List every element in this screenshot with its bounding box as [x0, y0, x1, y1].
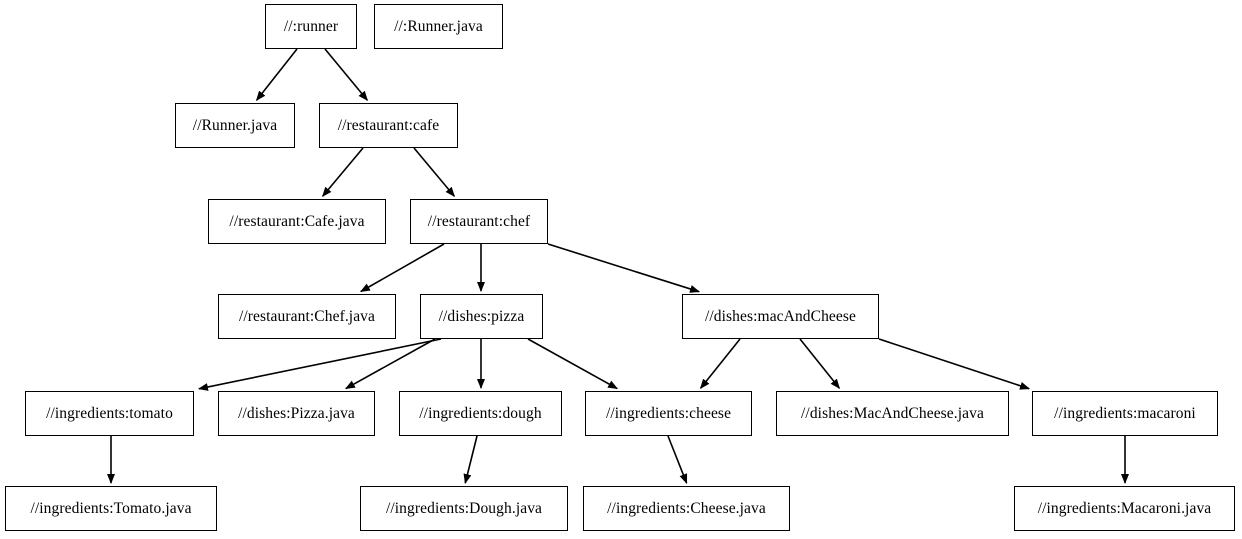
graph-node-runner[interactable]: //:runner	[265, 4, 357, 49]
graph-node-cheese_java[interactable]: //ingredients:Cheese.java	[583, 486, 790, 531]
graph-node-label: //restaurant:Chef.java	[238, 307, 376, 325]
graph-node-chef_java[interactable]: //restaurant:Chef.java	[218, 294, 396, 339]
graph-node-label: //ingredients:Tomato.java	[30, 499, 192, 517]
graph-node-label: //dishes:Pizza.java	[238, 404, 355, 422]
graph-node-label: //ingredients:dough	[419, 404, 542, 422]
graph-node-ing_tomato[interactable]: //ingredients:tomato	[25, 391, 194, 436]
graph-node-label: //dishes:macAndCheese	[704, 307, 857, 325]
graph-node-label: //dishes:MacAndCheese.java	[801, 404, 984, 422]
graph-node-ing_dough[interactable]: //ingredients:dough	[399, 391, 562, 436]
graph-node-macaroni_java[interactable]: //ingredients:Macaroni.java	[1014, 486, 1235, 531]
graph-node-label: //restaurant:Cafe.java	[229, 212, 365, 230]
graph-node-label: //ingredients:tomato	[46, 404, 173, 422]
graph-node-dough_java[interactable]: //ingredients:Dough.java	[360, 486, 568, 531]
graph-node-label: //:Runner.java	[394, 17, 483, 35]
graph-node-pizza_java[interactable]: //dishes:Pizza.java	[218, 391, 375, 436]
graph-node-runner_java_root[interactable]: //:Runner.java	[374, 4, 503, 49]
graph-node-label: //Runner.java	[192, 116, 278, 134]
graph-node-label: //ingredients:Dough.java	[385, 499, 543, 517]
graph-node-label: //ingredients:Cheese.java	[607, 499, 766, 517]
graph-node-runner_java[interactable]: //Runner.java	[175, 103, 295, 148]
graph-node-ing_macaroni[interactable]: //ingredients:macaroni	[1032, 391, 1218, 436]
graph-node-label: //dishes:pizza	[438, 307, 525, 325]
graph-node-restaurant_chef[interactable]: //restaurant:chef	[410, 199, 548, 244]
graph-node-label: //ingredients:Macaroni.java	[1037, 499, 1212, 517]
graph-node-mac_java[interactable]: //dishes:MacAndCheese.java	[776, 391, 1009, 436]
graph-node-label: //ingredients:macaroni	[1054, 404, 1196, 422]
graph-node-label: //restaurant:cafe	[337, 116, 440, 134]
graph-node-ing_cheese[interactable]: //ingredients:cheese	[585, 391, 752, 436]
graph-node-cafe_java[interactable]: //restaurant:Cafe.java	[208, 199, 386, 244]
graph-node-label: //restaurant:chef	[427, 212, 531, 230]
graph-node-dishes_pizza[interactable]: //dishes:pizza	[420, 294, 543, 339]
graph-node-restaurant_cafe[interactable]: //restaurant:cafe	[319, 103, 458, 148]
graph-node-label: //ingredients:cheese	[605, 404, 732, 422]
graph-node-dishes_mac[interactable]: //dishes:macAndCheese	[682, 294, 879, 339]
graph-node-label: //:runner	[283, 17, 339, 35]
graph-node-tomato_java[interactable]: //ingredients:Tomato.java	[5, 486, 217, 531]
